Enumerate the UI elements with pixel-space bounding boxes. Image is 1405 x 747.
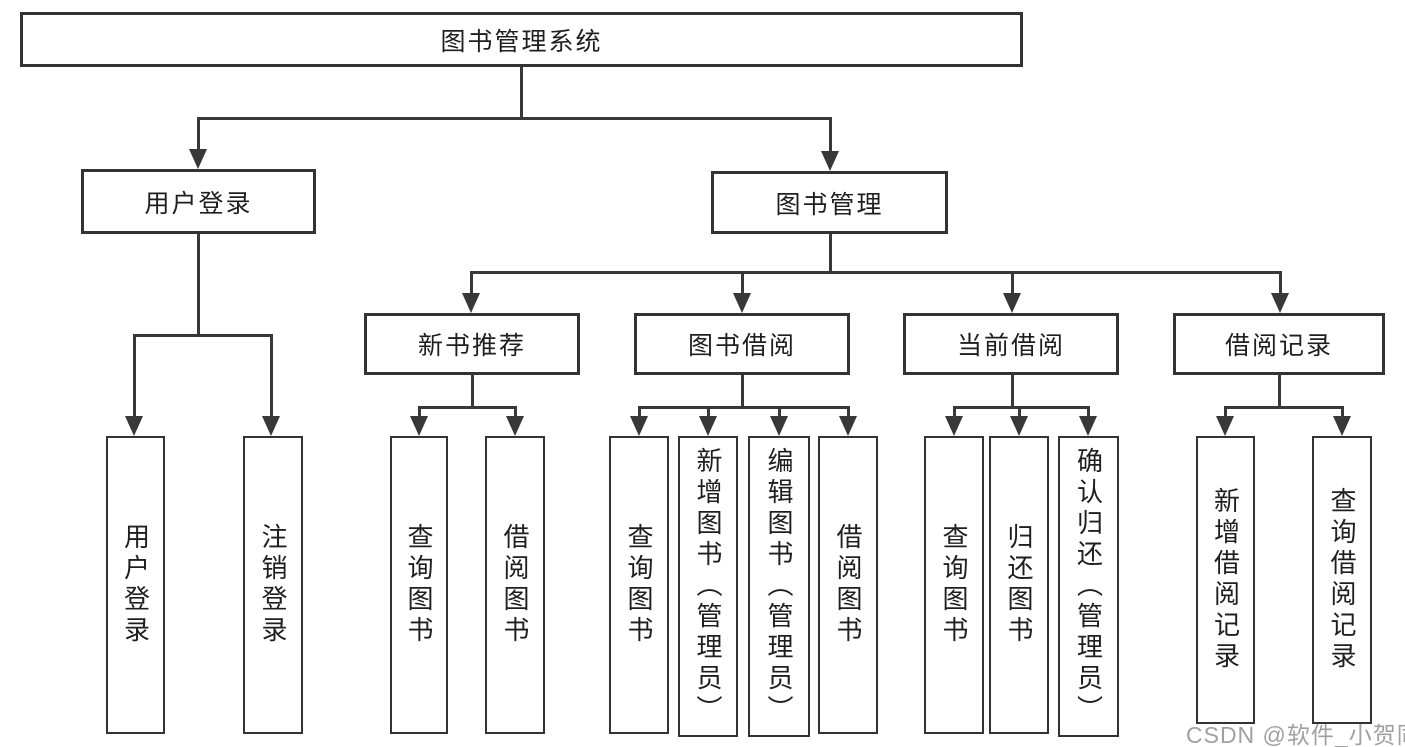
connector-line (1017, 405, 1021, 421)
node-leaf-add-books: 新增图书（管理员） (678, 436, 738, 737)
node-leaf-logout: 注销登录 (243, 436, 303, 734)
arrow-down-icon (821, 151, 839, 171)
connector-line (519, 65, 523, 120)
arrow-down-icon (945, 416, 963, 436)
arrow-down-icon (770, 416, 788, 436)
node-leaf-borrow-books-1: 借阅图书 (485, 436, 545, 734)
arrow-down-icon (1216, 416, 1234, 436)
connector-line (1223, 405, 1344, 409)
connector-line (1086, 405, 1090, 421)
node-label-leaf-query-borrow-record: 查询借阅记录 (1327, 487, 1357, 673)
node-root: 图书管理系统 (20, 12, 1023, 67)
node-label-leaf-query-books-3: 查询图书 (939, 523, 969, 647)
connector-line (417, 405, 517, 409)
node-label-user-login: 用户登录 (144, 189, 253, 218)
node-leaf-query-books-2: 查询图书 (609, 436, 669, 734)
arrow-down-icon (839, 416, 857, 436)
node-label-new-book-recommend: 新书推荐 (417, 332, 526, 360)
connector-line (269, 333, 273, 421)
arrow-down-icon (410, 416, 428, 436)
connector-line (1223, 405, 1227, 421)
arrow-down-icon (262, 416, 280, 436)
arrow-down-icon (733, 293, 751, 313)
node-label-root: 图书管理系统 (440, 27, 603, 56)
node-leaf-query-books-1: 查询图书 (390, 436, 448, 734)
node-book-borrow: 图书借阅 (634, 313, 850, 375)
connector-line (470, 373, 474, 409)
node-leaf-user-login: 用户登录 (106, 436, 165, 734)
connector-line (952, 405, 956, 421)
connector-line (777, 405, 781, 421)
node-new-book-recommend: 新书推荐 (364, 313, 580, 375)
connector-line (637, 405, 641, 421)
node-leaf-confirm-return: 确认归还（管理员） (1058, 436, 1119, 737)
node-label-leaf-add-borrow-record: 新增借阅记录 (1210, 487, 1241, 673)
node-label-leaf-return-books: 归还图书 (1004, 523, 1034, 647)
connector-line (196, 232, 200, 337)
arrow-down-icon (1010, 416, 1028, 436)
connector-line (1010, 373, 1014, 409)
node-user-login: 用户登录 (81, 169, 316, 234)
connector-line (740, 373, 744, 409)
node-label-borrow-records: 借阅记录 (1224, 332, 1333, 360)
connector-line (828, 116, 832, 156)
node-leaf-borrow-books-2: 借阅图书 (818, 436, 878, 734)
arrow-down-icon (699, 416, 717, 436)
connector-line (828, 232, 832, 274)
arrow-down-icon (189, 149, 207, 169)
node-leaf-query-books-3: 查询图书 (924, 436, 984, 734)
node-label-leaf-edit-books: 编辑图书（管理员） (764, 447, 794, 726)
node-label-leaf-logout: 注销登录 (258, 523, 288, 647)
node-leaf-query-borrow-record: 查询借阅记录 (1312, 436, 1372, 724)
connector-line (196, 116, 200, 154)
node-label-leaf-query-books-1: 查询图书 (404, 523, 434, 647)
arrow-down-icon (1003, 293, 1021, 313)
connector-line (1277, 373, 1281, 409)
connector-line (1010, 270, 1014, 298)
node-label-leaf-query-books-2: 查询图书 (624, 523, 654, 647)
connector-line (1278, 270, 1282, 298)
connector-line (706, 405, 710, 421)
connector-line (740, 270, 744, 298)
node-borrow-records: 借阅记录 (1173, 313, 1385, 375)
connector-line (417, 405, 421, 421)
node-label-book-management: 图书管理 (775, 190, 884, 219)
connector-line (846, 405, 850, 421)
node-leaf-add-borrow-record: 新增借阅记录 (1196, 436, 1255, 724)
node-label-leaf-add-books: 新增图书（管理员） (693, 447, 723, 726)
connector-line (132, 333, 136, 421)
node-label-leaf-borrow-books-1: 借阅图书 (500, 523, 530, 647)
node-book-management: 图书管理 (711, 171, 948, 234)
arrow-down-icon (630, 416, 648, 436)
connector-line (469, 270, 1282, 274)
connector-line (469, 270, 473, 298)
arrow-down-icon (462, 293, 480, 313)
arrow-down-icon (125, 416, 143, 436)
arrow-down-icon (1333, 416, 1351, 436)
csdn-watermark: CSDN @软件_小贺同学 (1186, 722, 1405, 747)
node-label-leaf-confirm-return: 确认归还（管理员） (1073, 447, 1104, 726)
node-label-current-borrow: 当前借阅 (956, 332, 1065, 360)
node-leaf-edit-books: 编辑图书（管理员） (748, 436, 810, 737)
arrow-down-icon (506, 416, 524, 436)
arrow-down-icon (1271, 293, 1289, 313)
connector-line (196, 116, 832, 120)
connector-line (132, 333, 273, 337)
connector-line (513, 405, 517, 421)
node-label-leaf-user-login: 用户登录 (120, 523, 151, 647)
node-label-book-borrow: 图书借阅 (687, 332, 796, 360)
node-label-leaf-borrow-books-2: 借阅图书 (833, 523, 863, 647)
arrow-down-icon (1079, 416, 1097, 436)
connector-line (1340, 405, 1344, 421)
connector-line (637, 405, 850, 409)
connector-line (952, 405, 1090, 409)
node-leaf-return-books: 归还图书 (989, 436, 1049, 734)
node-current-borrow: 当前借阅 (903, 313, 1119, 375)
